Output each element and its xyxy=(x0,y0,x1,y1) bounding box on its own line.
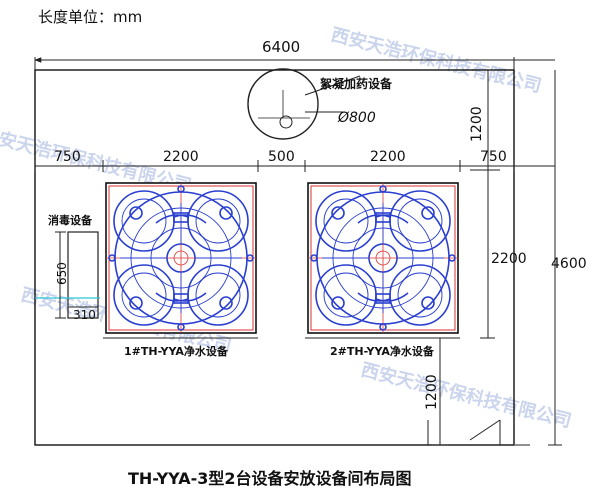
unit-width-1-label: 2200 xyxy=(163,149,199,165)
equipment-unit-1: 1#TH-YYA净水设备 xyxy=(103,182,258,358)
unit-depth-label: 2200 xyxy=(491,251,527,267)
bottom-clearance-dimension: 1200 xyxy=(424,338,448,446)
unit-2-label: 2#TH-YYA净水设备 xyxy=(330,344,435,358)
unit-note: 长度单位：mm xyxy=(38,8,142,26)
door-opening xyxy=(427,419,530,446)
right-vertical-dimensions: 1200 2200 4600 xyxy=(469,69,587,446)
drawing-title: TH-YYA-3型2台设备安放设备间布局图 xyxy=(128,469,412,488)
unit-width-2-label: 2200 xyxy=(370,149,406,165)
total-depth-label: 4600 xyxy=(551,256,587,272)
diameter-label: Ø800 xyxy=(337,110,376,126)
disinfection-label: 消毒设备 xyxy=(48,213,93,227)
total-width-label: 6400 xyxy=(262,38,300,56)
disinfection-equipment: 消毒设备 650 310 xyxy=(35,213,100,322)
flocculant-dosing-equipment: 絮凝加药设备 Ø800 xyxy=(247,68,393,140)
watermark-text-4: 西安天浩环保科技有限公司 xyxy=(359,359,574,433)
gap-label: 500 xyxy=(268,149,295,165)
bottom-clearance-label: 1200 xyxy=(424,374,440,410)
disinfection-height-label: 650 xyxy=(55,262,69,285)
total-width-dimension: 6400 xyxy=(34,38,555,70)
left-margin-label: 750 xyxy=(54,149,81,165)
top-clearance-label: 1200 xyxy=(469,106,485,142)
segment-dimensions: 750 2200 500 2200 750 xyxy=(34,149,555,172)
equipment-unit-2: 2#TH-YYA净水设备 xyxy=(305,182,460,358)
disinfection-width-label: 310 xyxy=(73,308,96,322)
flocculant-label: 絮凝加药设备 xyxy=(320,76,393,91)
right-margin-label: 750 xyxy=(480,149,507,165)
unit-1-label: 1#TH-YYA净水设备 xyxy=(124,344,229,358)
